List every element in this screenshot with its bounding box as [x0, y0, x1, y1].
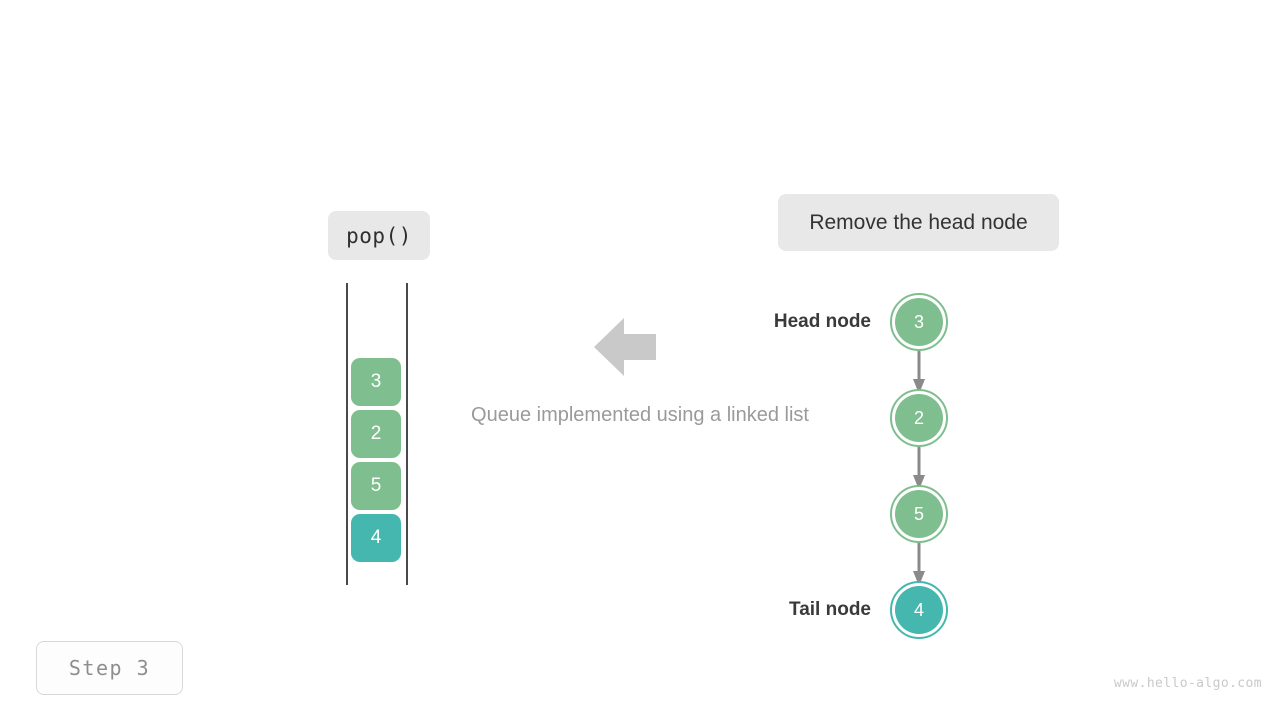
- linked-list-node-value: 3: [913, 311, 924, 332]
- queue-box-list: 3 2 5 4: [351, 358, 401, 562]
- queue-box: 3: [351, 358, 401, 406]
- linked-list-node: 5: [890, 485, 948, 543]
- linked-list-node-fill: 5: [895, 490, 943, 538]
- linked-list-node-fill: 3: [895, 298, 943, 346]
- linked-list-link-arrow-icon: [913, 350, 925, 394]
- queue-panel: 3 2 5 4: [340, 283, 416, 585]
- linked-list-node-value: 5: [913, 503, 924, 524]
- operation-chip: pop(): [328, 211, 430, 260]
- linked-list-link-arrow-icon: [913, 446, 925, 490]
- linked-list-node: 3: [890, 293, 948, 351]
- flow-arrow-left-icon: [594, 318, 656, 376]
- linked-list-node: 4: [890, 581, 948, 639]
- queue-rail-right: [406, 283, 408, 585]
- linked-list-node-value: 4: [913, 599, 924, 620]
- linked-list-link-arrow-icon: [913, 542, 925, 586]
- caption-text: Queue implemented using a linked list: [471, 404, 809, 426]
- queue-box: 2: [351, 410, 401, 458]
- linked-list-node: 2: [890, 389, 948, 447]
- queue-box-value: 2: [370, 423, 382, 444]
- linked-list-node-fill: 2: [895, 394, 943, 442]
- tail-node-label: Tail node: [789, 599, 871, 620]
- step-badge-label: Step 3: [68, 656, 151, 680]
- linked-list-node-value: 2: [913, 407, 924, 428]
- linked-list-node-fill: 4: [895, 586, 943, 634]
- operation-chip-label: pop(): [346, 223, 412, 248]
- step-badge: Step 3: [36, 641, 183, 695]
- watermark: www.hello-algo.com: [1113, 676, 1262, 691]
- queue-box-value: 5: [370, 475, 382, 496]
- action-chip-label: Remove the head node: [809, 210, 1028, 234]
- action-chip: Remove the head node: [778, 194, 1059, 251]
- queue-box: 5: [351, 462, 401, 510]
- head-node-label: Head node: [773, 311, 871, 332]
- queue-rail-left: [346, 283, 348, 585]
- queue-box-value: 4: [370, 527, 382, 548]
- queue-box-value: 3: [370, 371, 382, 392]
- queue-box: 4: [351, 514, 401, 562]
